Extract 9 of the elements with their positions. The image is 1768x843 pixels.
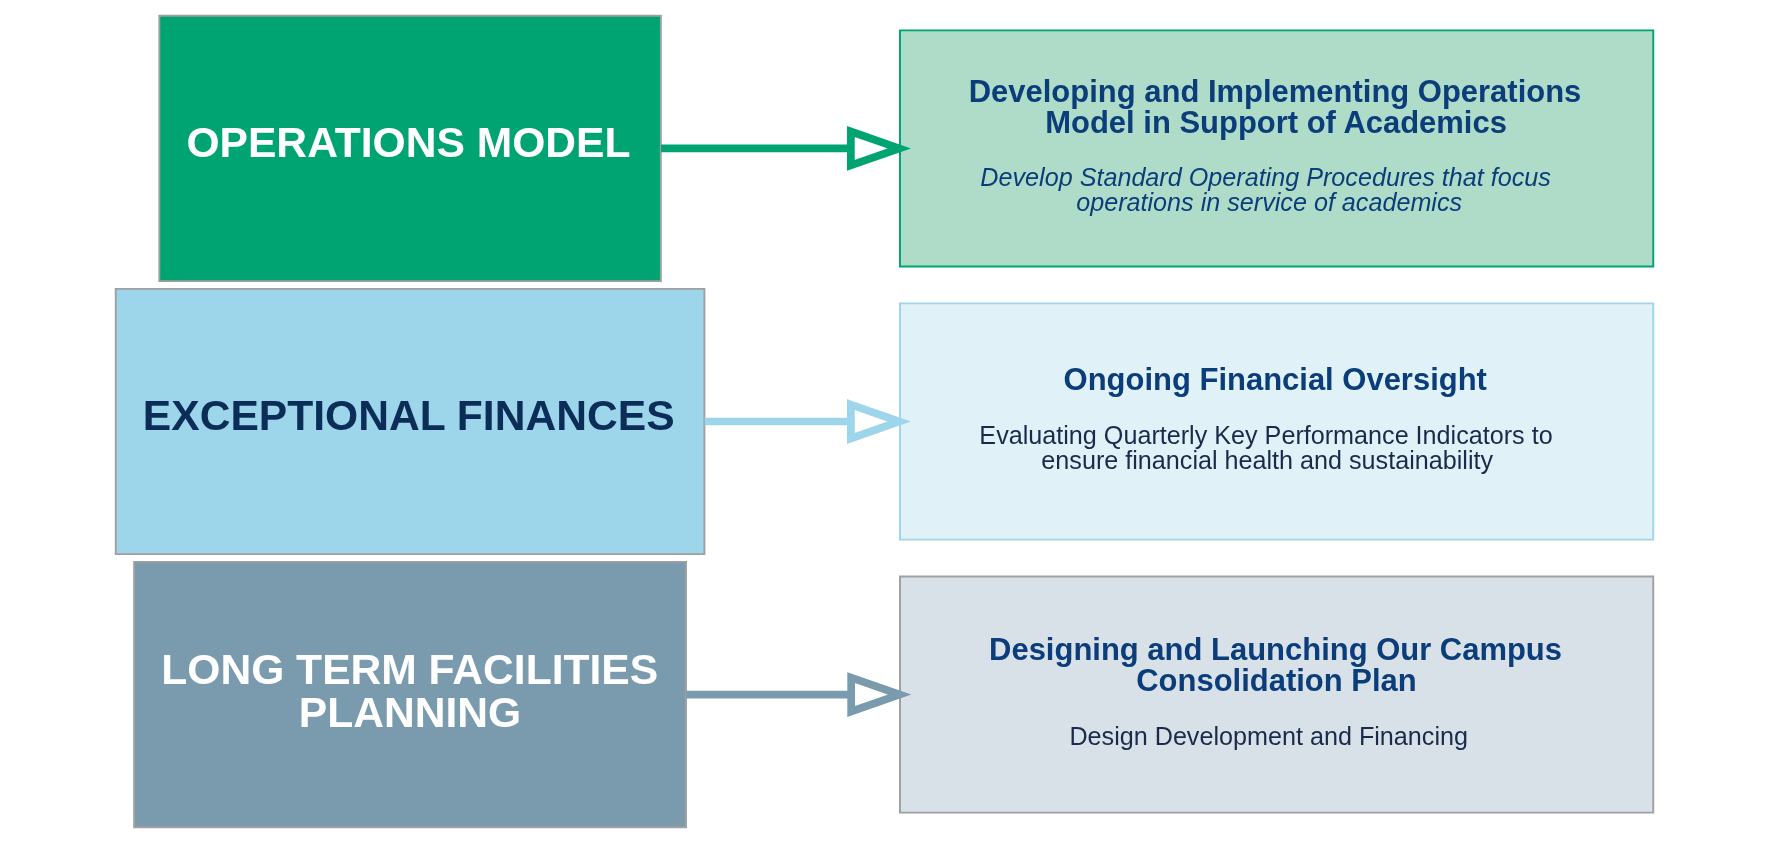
node-box: OPERATIONS MODEL [157, 14, 662, 283]
arrow [685, 672, 911, 717]
node-box: Developing and Implementing Operations Model in Support of Academics Develop Standard Operating Procedures that focus operations in service of academics [898, 29, 1654, 268]
node-box: EXCEPTIONAL FINANCES [114, 287, 705, 556]
node-box: Designing and Launching Our Campus Consolidation Plan Design Development and Financing [898, 575, 1654, 814]
node-box: LONG TERM FACILITIES PLANNING [132, 560, 687, 829]
node-box: Ongoing Financial Oversight Evaluating Quarterly Key Performance Indicators to ensure financial health and sustainability [898, 302, 1654, 541]
arrow [704, 399, 911, 444]
arrow [660, 126, 911, 171]
